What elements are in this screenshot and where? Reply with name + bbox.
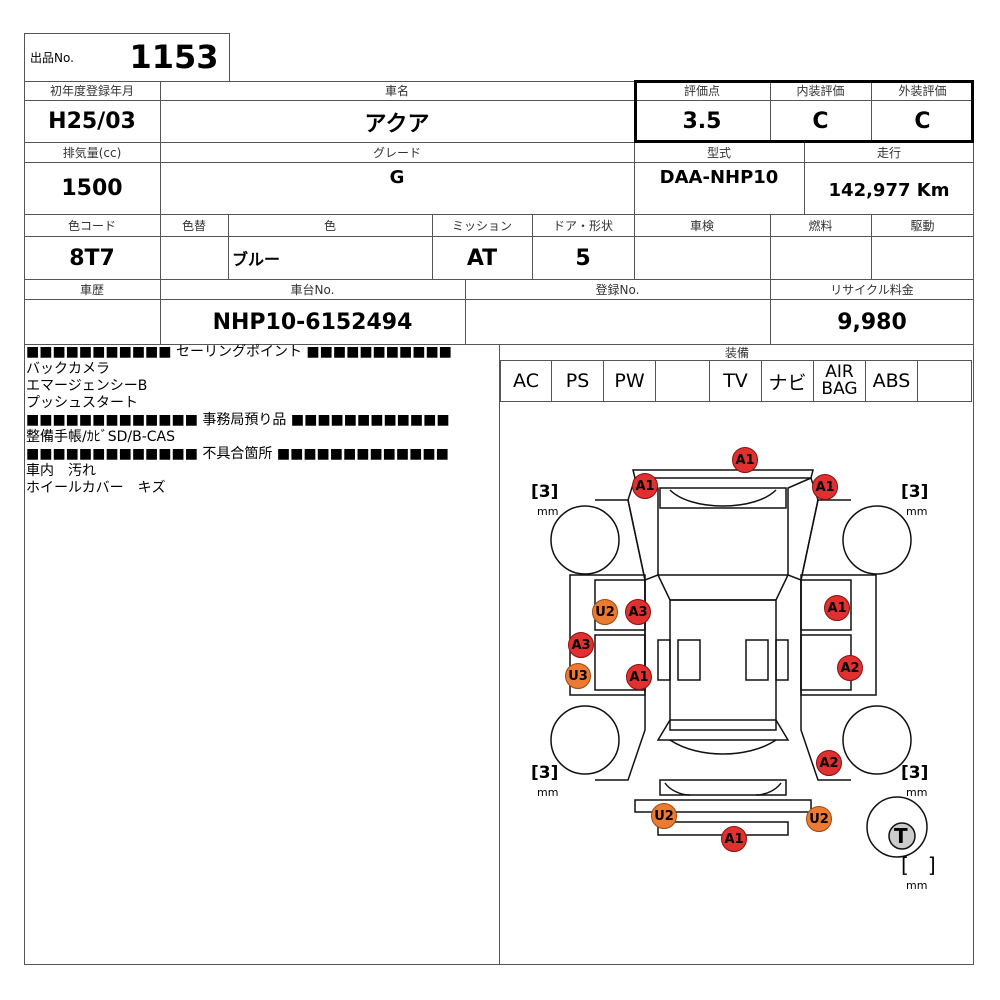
fuel-value — [770, 237, 871, 279]
spare-tread-bracket: [ ] — [901, 853, 936, 877]
history-value — [24, 300, 160, 344]
defect-item: ホイールカバー キズ — [26, 480, 166, 496]
history-label: 車歴 — [79, 282, 104, 297]
score-box — [634, 80, 974, 143]
color-value: ブルー — [232, 250, 281, 269]
tread-rear-right: [3] — [901, 763, 929, 783]
color-label: 色 — [323, 218, 336, 233]
tread-rear-left: [3] — [531, 763, 559, 783]
damage-mark: A2 — [816, 750, 842, 776]
damage-mark: A3 — [568, 632, 594, 658]
inspection-value — [634, 237, 770, 279]
spare-tire — [866, 796, 928, 858]
interior-label: 内装評価 — [796, 84, 845, 98]
selling-point-item: プッシュスタート — [26, 395, 138, 411]
exterior-value: C — [914, 109, 931, 134]
mileage-value: 142,977 Km — [828, 179, 950, 201]
damage-mark: A1 — [632, 473, 658, 499]
damage-mark: A1 — [626, 664, 652, 690]
recycle-label: リサイクル料金 — [830, 282, 914, 297]
displacement-label: 排気量(cc) — [62, 145, 122, 160]
damage-mark: U2 — [806, 806, 832, 832]
regno-label: 登録No. — [595, 282, 640, 297]
notes-panel: ■■■■■■■■■■■ セーリングポイント ■■■■■■■■■■■ バックカメラ… — [26, 344, 496, 497]
equip-navi: ナビ — [762, 361, 814, 401]
equip-pw: PW — [604, 361, 656, 401]
equipment-label: 装備 — [724, 345, 749, 360]
door-label: ドア・形状 — [552, 218, 613, 233]
drive-label: 駆動 — [910, 218, 935, 233]
tread-unit: mm — [537, 786, 559, 799]
model-label: 型式 — [706, 145, 731, 160]
displacement-value: 1500 — [61, 176, 123, 201]
tread-unit: mm — [906, 786, 928, 799]
tread-front-left: [3] — [531, 482, 559, 502]
equip-blank — [656, 361, 710, 401]
tread-unit: mm — [906, 879, 928, 892]
repaint-value — [160, 237, 228, 279]
grade-value: G — [389, 166, 405, 188]
damage-mark: A2 — [837, 655, 863, 681]
color-code-value: 8T7 — [69, 245, 115, 271]
chassis-label: 車台No. — [290, 282, 335, 297]
repaint-label: 色替 — [181, 218, 206, 233]
equip-ac: AC — [501, 361, 552, 401]
exterior-label: 外装評価 — [898, 84, 947, 98]
score-label: 評価点 — [683, 84, 720, 98]
mileage-label: 走行 — [876, 145, 901, 160]
damage-mark: A1 — [732, 447, 758, 473]
damage-mark: A1 — [824, 595, 850, 621]
office-items-header: ■■■■■■■■■■■■■ 事務局預り品 ■■■■■■■■■■■■ — [26, 412, 450, 428]
damage-mark: U2 — [592, 599, 618, 625]
recycle-value: 9,980 — [837, 309, 907, 335]
tread-unit: mm — [906, 505, 928, 518]
equip-abs: ABS — [866, 361, 918, 401]
score-value: 3.5 — [682, 109, 722, 134]
equip-airbag: AIR BAG — [814, 361, 866, 401]
reg-date-value: H25/03 — [48, 109, 136, 134]
color-code-label: 色コード — [67, 218, 116, 233]
mission-label: ミッション — [451, 218, 512, 233]
car-name-value: アクア — [364, 111, 430, 137]
equip-blank-2 — [918, 361, 971, 401]
wheel-rear-right — [842, 705, 912, 775]
regno-value — [465, 300, 770, 344]
damage-mark: U3 — [565, 663, 591, 689]
wheel-rear-left — [550, 705, 620, 775]
door-value: 5 — [575, 245, 591, 271]
damage-mark: A1 — [721, 826, 747, 852]
reg-date-label: 初年度登録年月 — [49, 84, 134, 98]
chassis-value: NHP10-6152494 — [212, 309, 413, 335]
selling-point-item: バックカメラ — [26, 361, 110, 377]
car-name-label: 車名 — [384, 84, 409, 98]
damage-mark: U2 — [651, 803, 677, 829]
equipment-row — [500, 360, 972, 402]
inspection-label: 車検 — [689, 218, 714, 233]
selling-points-header: ■■■■■■■■■■■ セーリングポイント ■■■■■■■■■■■ — [26, 344, 452, 360]
interior-value: C — [812, 109, 829, 134]
car-damage-diagram — [550, 469, 928, 858]
equip-tv: TV — [710, 361, 762, 401]
tread-unit: mm — [537, 505, 559, 518]
model-value: DAA-NHP10 — [659, 166, 779, 188]
selling-point-item: エマージェンシーB — [26, 378, 148, 394]
fuel-label: 燃料 — [808, 218, 833, 233]
lot-label: 出品No. — [30, 50, 74, 65]
equip-ps: PS — [552, 361, 604, 401]
defect-item: 車内 汚れ — [26, 463, 96, 479]
grade-label: グレード — [372, 145, 421, 160]
tread-front-right: [3] — [901, 482, 929, 502]
damage-mark: A1 — [812, 474, 838, 500]
tire-mark: T — [894, 824, 908, 848]
office-item: 整備手帳/ｶﾋﾞSD/B-CAS — [26, 429, 175, 445]
wheel-front-left — [550, 505, 620, 575]
car-outline — [569, 469, 877, 836]
damage-mark: A3 — [625, 599, 651, 625]
mission-value: AT — [466, 245, 498, 271]
drive-value — [871, 237, 974, 279]
lot-number: 1153 — [129, 38, 219, 76]
defects-header: ■■■■■■■■■■■■■ 不具合箇所 ■■■■■■■■■■■■■ — [26, 446, 449, 462]
wheel-front-right — [842, 505, 912, 575]
